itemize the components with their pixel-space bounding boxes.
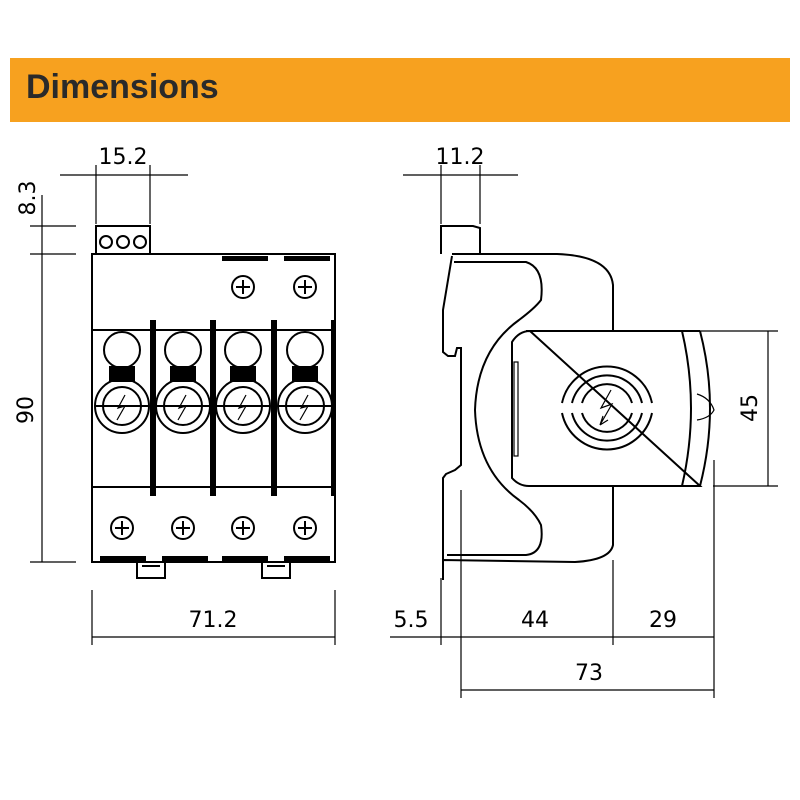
dim-front-height: 90 [14,396,39,424]
side-dimension-lines [390,165,778,698]
side-body [442,253,614,580]
side-terminal [440,225,481,254]
dim-total-depth: 73 [575,661,603,686]
side-view: 11.2 45 5.5 44 29 73 [390,145,778,698]
dim-front-terminal-height: 8.3 [16,181,41,216]
module-dividers [150,320,335,496]
din-clip [136,562,166,579]
lightning-logo [561,365,653,451]
screws [110,275,317,540]
bottom-bars [100,556,330,562]
front-dimension-lines [30,165,336,645]
front-view: 15.2 8.3 90 71.2 [14,145,336,645]
dim-side-terminal-width: 11.2 [436,145,485,170]
dim-depth-cover: 29 [649,608,677,633]
dim-rail-offset: 5.5 [394,608,429,633]
dim-front-width: 71.2 [189,608,238,633]
section-title: Dimensions [26,68,219,106]
dim-depth-body: 44 [521,608,549,633]
terminal-screws [99,235,147,249]
dim-front-terminal-width: 15.2 [99,145,148,170]
dim-cover-height: 45 [738,394,763,422]
front-cover [511,329,703,487]
din-clip [261,562,291,579]
modules [94,331,333,434]
terminal-block [95,225,151,255]
section-header: Dimensions [10,58,790,122]
